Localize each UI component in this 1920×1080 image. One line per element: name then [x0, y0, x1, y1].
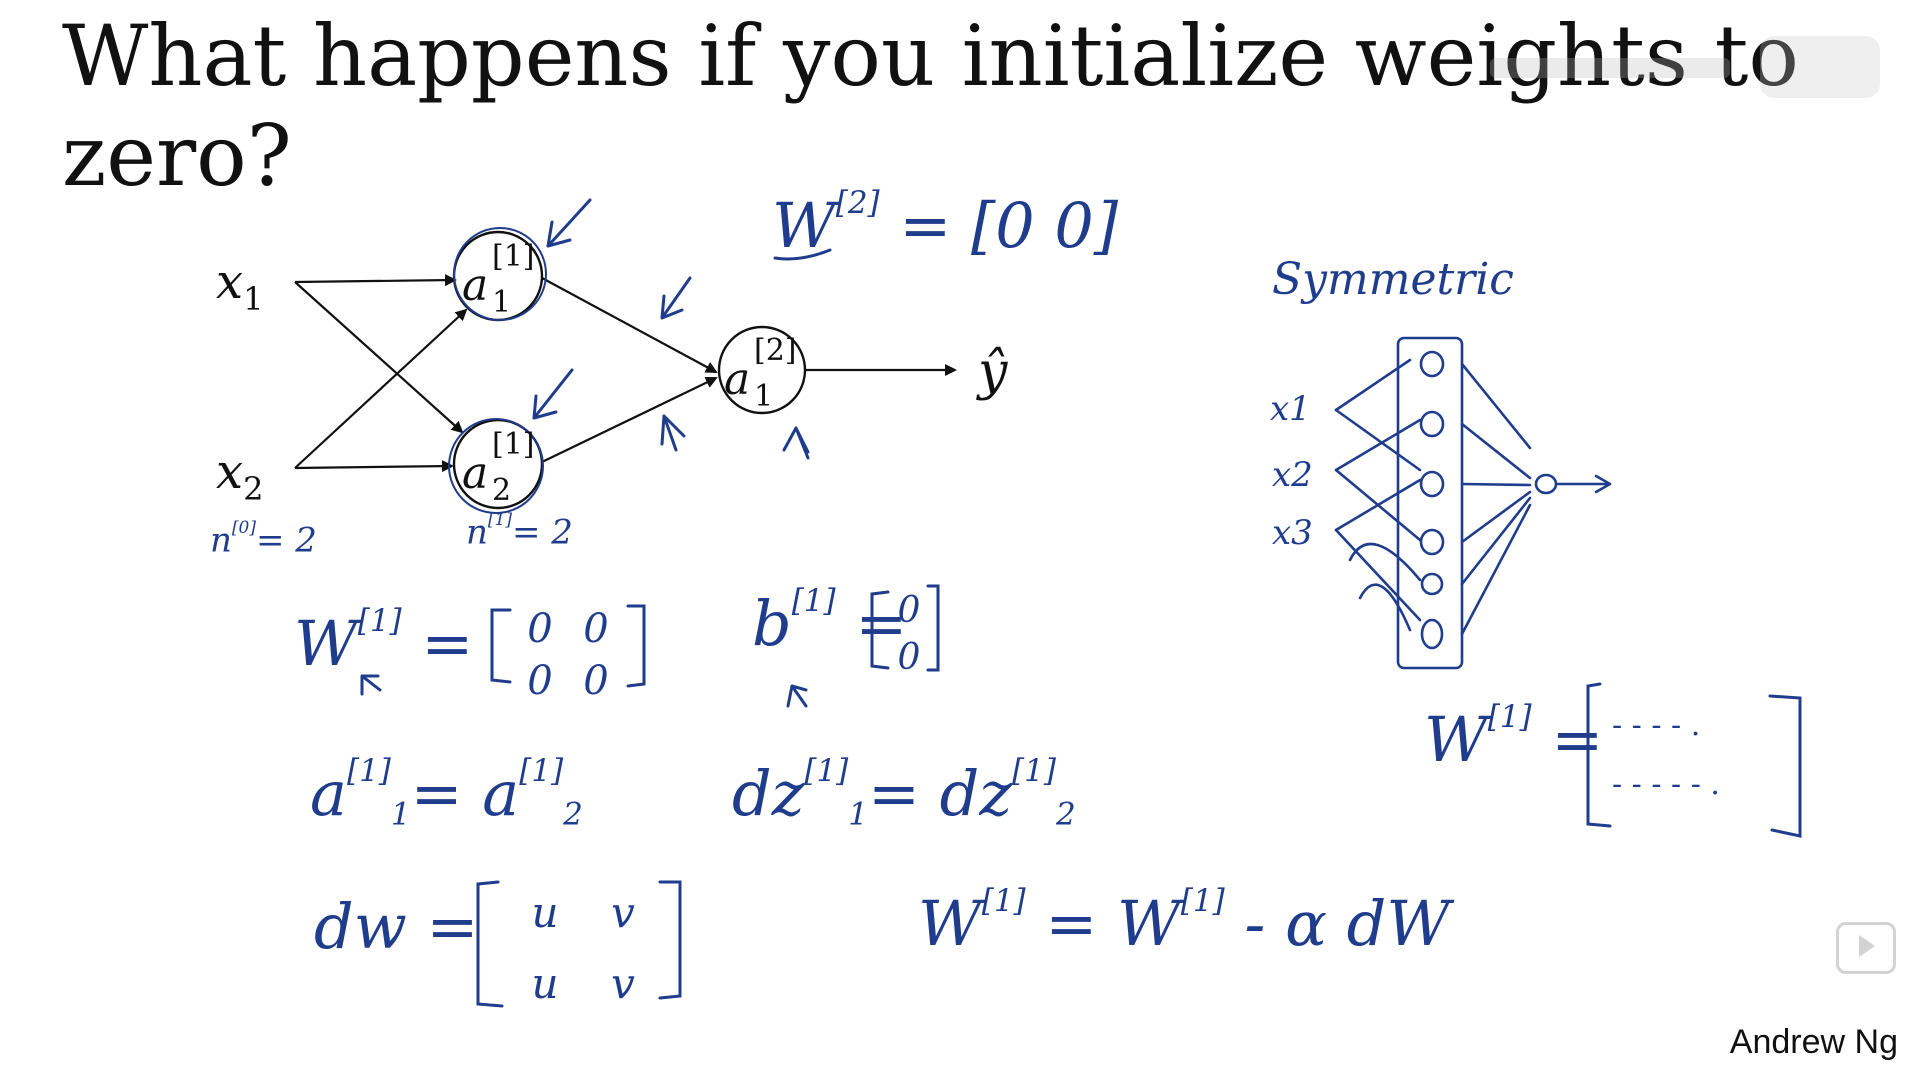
output-node	[717, 325, 807, 415]
update-rule: W[1] = W[1] - α dW	[918, 883, 1451, 961]
author-credit: Andrew Ng	[1729, 1023, 1898, 1061]
edge-a2-out	[541, 376, 718, 463]
n0-annotation: n[0]= 2	[210, 518, 317, 561]
wide-input-x3: x3	[1272, 513, 1313, 553]
w1-matrix: 0 0 0 0	[527, 606, 609, 704]
activation-equality: a[1]1= a[1]2	[310, 753, 583, 833]
b1-matrix: 0 0	[897, 590, 921, 678]
title-line-2: zero?	[62, 107, 292, 205]
wide-w1-lhs: W[1] =	[1424, 699, 1604, 777]
dw-lhs: dw =	[314, 890, 479, 963]
b1-lhs: b[1] =	[752, 583, 908, 661]
hidden-node-2-label: a [1] 2	[462, 427, 535, 508]
watermark-logo	[1490, 36, 1880, 98]
output-label-yhat: ŷ	[978, 342, 1008, 402]
dw-matrix: u v u v	[531, 888, 635, 1008]
wide-w1-matrix: - - - - . - - - - - .	[1612, 708, 1720, 802]
w2-equation: W[2] = [0 0]	[772, 185, 1119, 263]
hidden-output-edges	[541, 277, 957, 463]
symmetric-label: Symmetric	[1272, 254, 1514, 305]
matrix-brackets	[476, 584, 1802, 1008]
hidden-node-1-ink	[453, 227, 547, 321]
title-line-1: What happens if you initialize weights t…	[62, 7, 1799, 105]
hand-arrows	[360, 198, 832, 708]
dz-equality: dz[1]1= dz[1]2	[732, 753, 1076, 833]
hidden-node-2-ink	[448, 418, 544, 514]
slide-title: What happens if you initialize weights t…	[62, 6, 1799, 206]
input-label-x2: x2	[216, 444, 264, 508]
input-label-x1: x1	[216, 254, 264, 318]
wide-input-x2: x2	[1272, 455, 1313, 495]
hidden-layer-box	[1396, 336, 1464, 670]
edge-x1-a2	[294, 281, 464, 434]
output-node-label: a [2] 1	[724, 333, 797, 414]
edge-x1-a1	[294, 274, 457, 287]
edge-x2-a1	[294, 308, 468, 469]
n1-annotation: n[1]= 2	[466, 510, 573, 553]
edge-a1-out	[541, 277, 718, 373]
play-overlay-icon[interactable]	[1836, 922, 1896, 974]
input-hidden-edges	[294, 274, 468, 473]
wide-network-sketch	[1334, 336, 1612, 670]
w1-lhs: W[1] =	[294, 603, 474, 681]
wide-input-x1: x1	[1270, 389, 1311, 429]
hidden-node-1-label: a [1] 1	[462, 239, 535, 320]
edge-x2-a2	[294, 460, 454, 473]
